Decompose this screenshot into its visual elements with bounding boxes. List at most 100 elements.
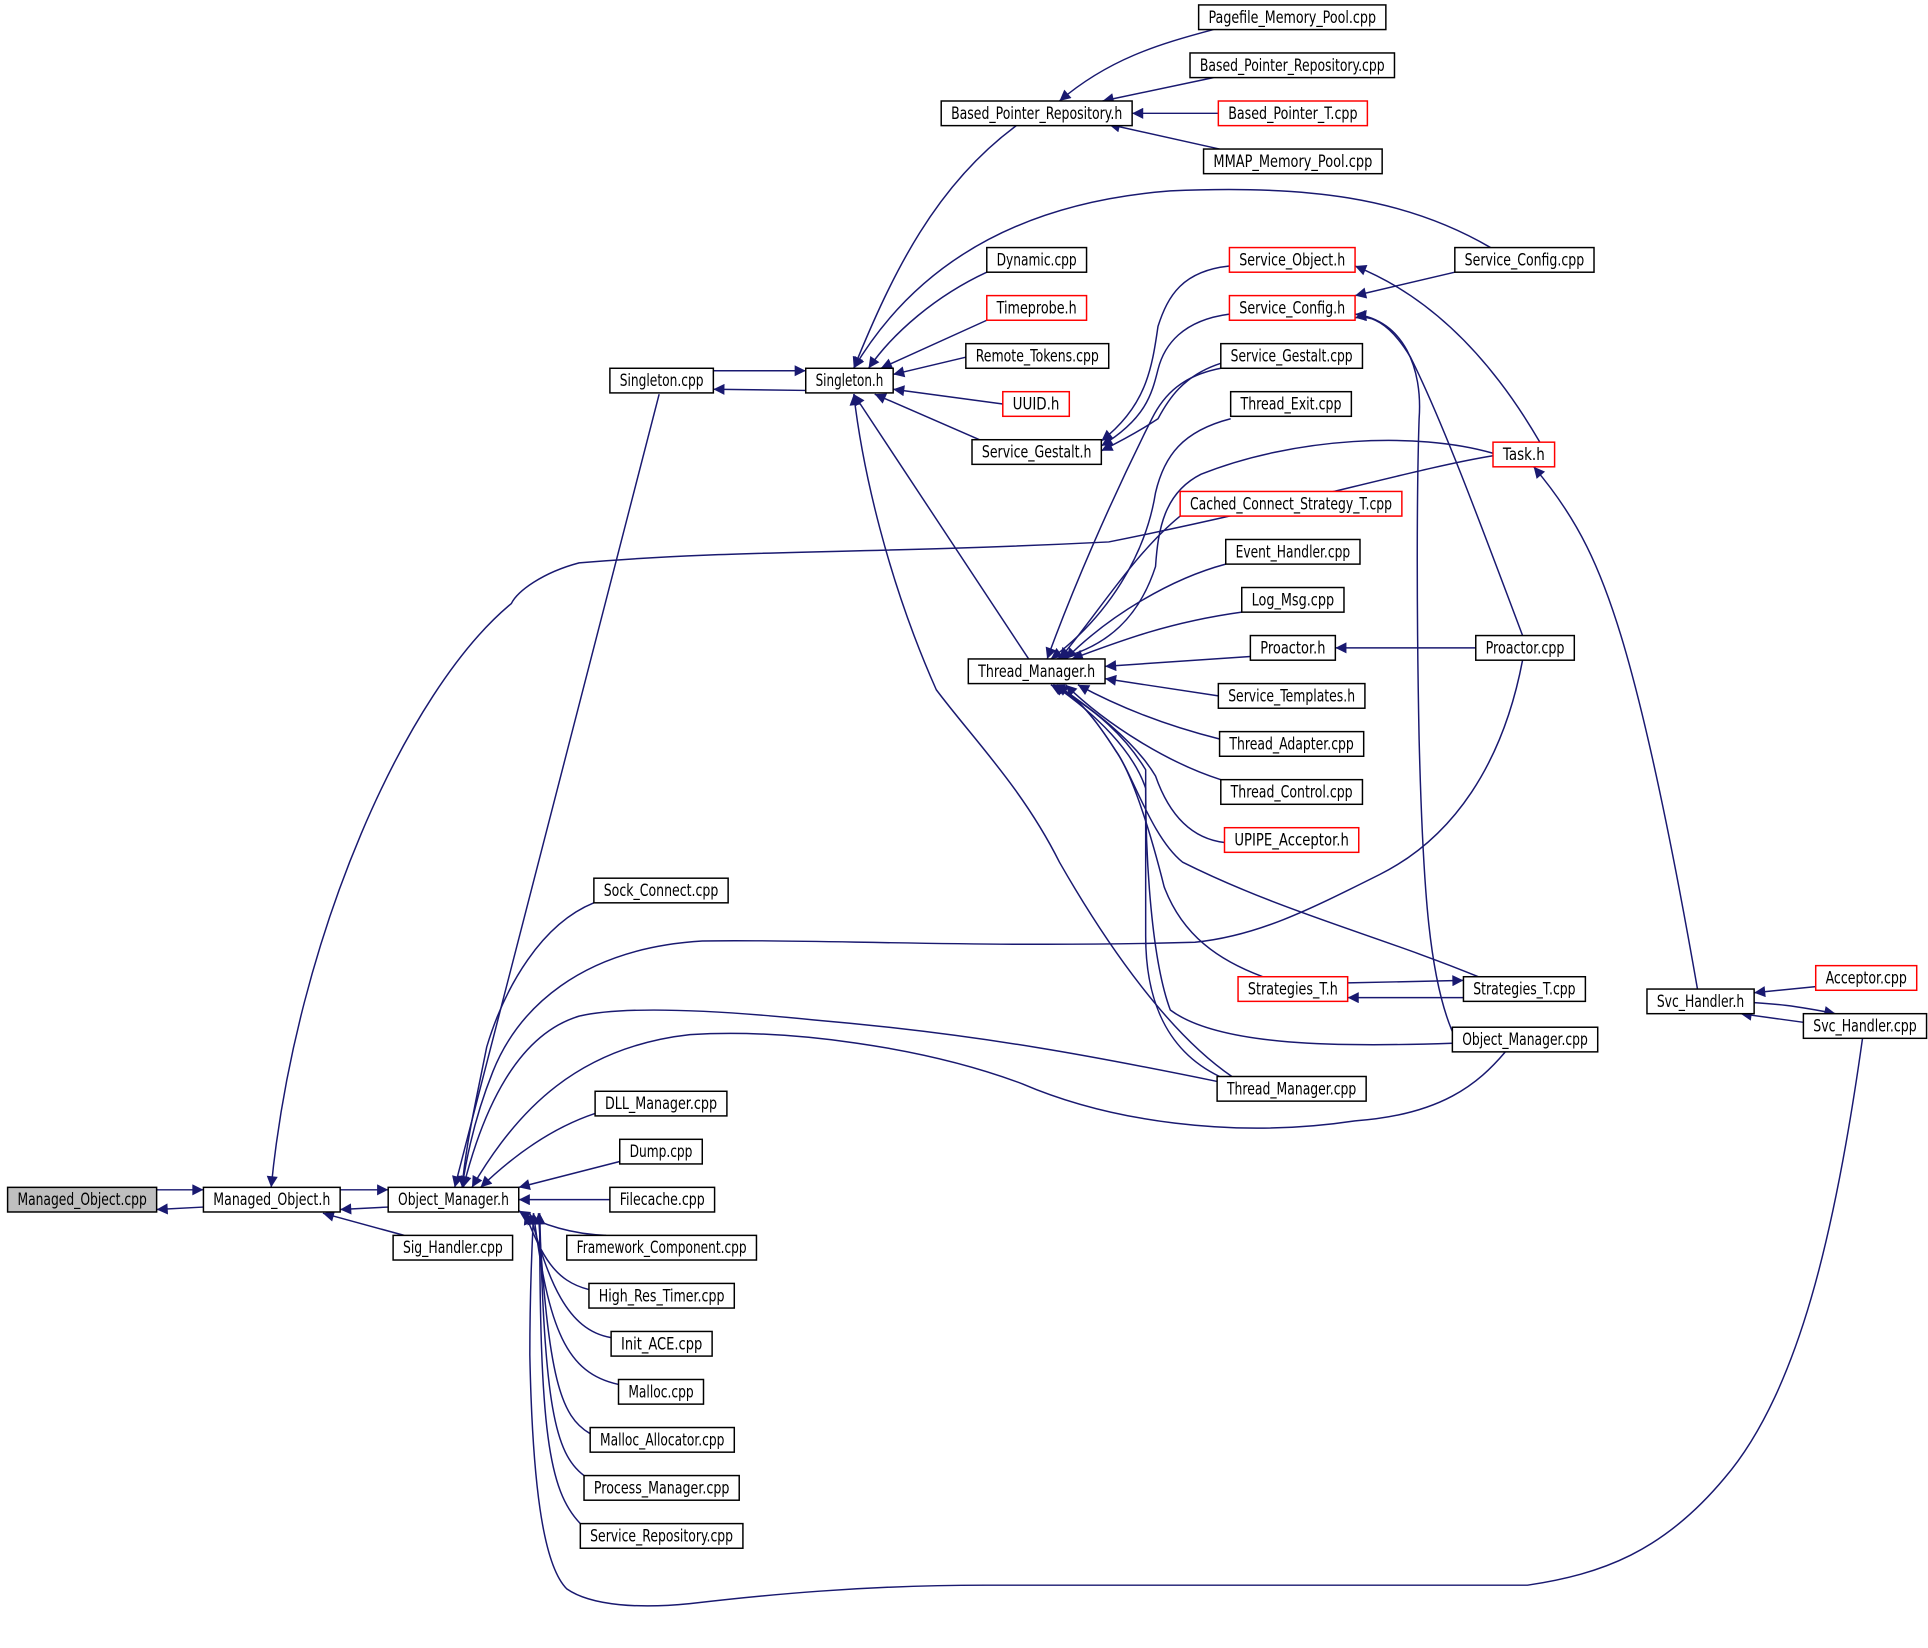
node-tm-cpp[interactable]: Thread_Manager.cpp	[1216, 1075, 1367, 1102]
node-label: Service_Repository.cpp	[590, 1526, 733, 1546]
node-fwc-cpp[interactable]: Framework_Component.cpp	[566, 1234, 758, 1261]
node-sig-cpp[interactable]: Sig_Handler.cpp	[392, 1234, 514, 1261]
node-upipe-h[interactable]: UPIPE_Acceptor.h	[1223, 826, 1360, 854]
node-svch-h[interactable]: Svc_Handler.h	[1646, 988, 1755, 1015]
edge-sgestalt_cpp-to-tm_h	[1045, 367, 1221, 660]
node-label: Thread_Manager.h	[977, 662, 1095, 682]
edge-tcontrol_cpp-to-tm_h	[1065, 684, 1222, 781]
node-box	[593, 877, 729, 904]
node-sgestalt-h[interactable]: Service_Gestalt.h	[971, 438, 1103, 466]
edge-texit_cpp-to-tm_h	[1050, 418, 1231, 660]
edge-tm_cpp-to-singleton_h	[849, 394, 1233, 1078]
node-pm-cpp[interactable]: Process_Manager.cpp	[583, 1474, 740, 1501]
node-texit-cpp[interactable]: Thread_Exit.cpp	[1229, 390, 1353, 418]
node-tm-h[interactable]: Thread_Manager.h	[967, 658, 1106, 685]
node-label: Service_Gestalt.cpp	[1231, 347, 1353, 367]
edge-sconfig_h-to-sgestalt_h	[1100, 313, 1230, 447]
edge-sgestalt_h-to-singleton_h	[874, 393, 980, 441]
node-tcontrol-cpp[interactable]: Thread_Control.cpp	[1220, 778, 1364, 806]
node-sockc-cpp[interactable]: Sock_Connect.cpp	[593, 877, 729, 904]
node-label: Filecache.cpp	[620, 1190, 705, 1209]
node-malloc-cpp[interactable]: Malloc.cpp	[617, 1378, 705, 1405]
node-mmap-cpp[interactable]: MMAP_Memory_Pool.cpp	[1202, 148, 1383, 175]
node-evh-cpp[interactable]: Event_Handler.cpp	[1224, 538, 1361, 565]
node-box	[1197, 4, 1387, 31]
node-label: Sock_Connect.cpp	[604, 881, 719, 901]
node-label: Dynamic.cpp	[997, 250, 1077, 269]
node-hrt-cpp[interactable]: High_Res_Timer.cpp	[588, 1282, 736, 1309]
edge-om_h-to-mo_h	[340, 1203, 389, 1215]
node-singleton-cpp[interactable]: Singleton.cpp	[609, 367, 715, 394]
node-svch-cpp[interactable]: Svc_Handler.cpp	[1802, 1012, 1928, 1040]
node-box	[202, 1186, 341, 1213]
edge-svch_cpp-to-om_h	[527, 1038, 1864, 1607]
node-label: UUID.h	[1013, 395, 1060, 414]
edge-pm_cpp-to-om_h	[534, 1213, 585, 1477]
node-dll-cpp[interactable]: DLL_Manager.cpp	[594, 1090, 728, 1117]
node-box	[1492, 441, 1556, 468]
node-stpl-h[interactable]: Service_Templates.h	[1217, 682, 1366, 709]
node-filecache-cpp[interactable]: Filecache.cpp	[609, 1186, 716, 1213]
node-label: Based_Pointer_T.cpp	[1228, 104, 1357, 124]
edge-tadapter_cpp-to-tm_h	[1077, 684, 1220, 740]
node-label: Based_Pointer_Repository.cpp	[1200, 56, 1385, 76]
edge-svch_h-to-task_h	[1533, 466, 1699, 990]
node-sconfig-h[interactable]: Service_Config.h	[1228, 294, 1356, 321]
node-label: Based_Pointer_Repository.h	[951, 104, 1122, 124]
edge-sig_cpp-to-mo_h	[322, 1210, 405, 1237]
edge-ccs_cpp-to-tm_h	[1058, 515, 1181, 660]
node-box	[1220, 342, 1364, 370]
node-proactor-h[interactable]: Proactor.h	[1249, 634, 1337, 661]
node-singleton-h[interactable]: Singleton.h	[804, 367, 894, 394]
node-label: Proactor.cpp	[1486, 638, 1565, 657]
node-box	[1220, 778, 1364, 806]
node-timeprobe-h[interactable]: Timeprobe.h	[986, 294, 1088, 321]
node-bpt-cpp[interactable]: Based_Pointer_T.cpp	[1217, 100, 1369, 127]
node-init-cpp[interactable]: Init_ACE.cpp	[610, 1330, 713, 1357]
node-remote-cpp[interactable]: Remote_Tokens.cpp	[965, 342, 1110, 370]
node-mo-cpp[interactable]: Managed_Object.cpp	[6, 1186, 158, 1213]
edge-proactor_h-to-tm_h	[1104, 655, 1251, 672]
node-om-cpp[interactable]: Object_Manager.cpp	[1451, 1026, 1599, 1053]
node-label: Timeprobe.h	[996, 298, 1077, 317]
node-strat-h[interactable]: Strategies_T.h	[1237, 975, 1349, 1003]
node-dump-cpp[interactable]: Dump.cpp	[619, 1138, 704, 1165]
node-logmsg-cpp[interactable]: Log_Msg.cpp	[1241, 586, 1345, 613]
node-label: Malloc.cpp	[628, 1382, 693, 1401]
node-box	[1218, 730, 1365, 757]
node-label: Svc_Handler.cpp	[1813, 1017, 1916, 1037]
edge-dynamic_cpp-to-singleton_h	[867, 271, 988, 369]
node-label: Singleton.cpp	[620, 371, 704, 390]
node-bpr-h[interactable]: Based_Pointer_Repository.h	[940, 100, 1133, 127]
node-label: Log_Msg.cpp	[1252, 590, 1335, 610]
node-label: Strategies_T.cpp	[1473, 980, 1575, 1000]
edge-task_h-to-tm_h	[1056, 439, 1494, 662]
node-box	[1454, 246, 1595, 273]
node-task-h[interactable]: Task.h	[1492, 441, 1556, 468]
node-bpr-cpp[interactable]: Based_Pointer_Repository.cpp	[1189, 52, 1396, 79]
node-sr-cpp[interactable]: Service_Repository.cpp	[579, 1522, 744, 1549]
node-om-h[interactable]: Object_Manager.h	[387, 1186, 520, 1213]
edge-om_cpp-to-sconfig_h	[1354, 309, 1457, 1040]
node-pmp-cpp[interactable]: Pagefile_Memory_Pool.cpp	[1197, 4, 1387, 31]
node-sobject-h[interactable]: Service_Object.h	[1228, 246, 1356, 273]
edge-sr_cpp-to-om_h	[534, 1213, 581, 1525]
node-mo-h[interactable]: Managed_Object.h	[202, 1186, 341, 1213]
node-sconfig-cpp[interactable]: Service_Config.cpp	[1454, 246, 1595, 273]
node-malloca-cpp[interactable]: Malloc_Allocator.cpp	[589, 1426, 736, 1453]
edge-stpl_h-to-tm_h	[1104, 674, 1219, 697]
node-label: Thread_Adapter.cpp	[1229, 734, 1354, 754]
edge-dll_cpp-to-om_h	[480, 1112, 596, 1188]
node-uuid-h[interactable]: UUID.h	[1002, 390, 1071, 418]
node-strat-cpp[interactable]: Strategies_T.cpp	[1462, 975, 1587, 1003]
node-tadapter-cpp[interactable]: Thread_Adapter.cpp	[1218, 730, 1365, 757]
node-ccs-cpp[interactable]: Cached_Connect_Strategy_T.cpp	[1179, 490, 1403, 517]
node-label: Thread_Manager.cpp	[1226, 1079, 1356, 1099]
node-dynamic-cpp[interactable]: Dynamic.cpp	[986, 246, 1088, 273]
node-box	[1002, 390, 1071, 418]
node-proactor-cpp[interactable]: Proactor.cpp	[1475, 634, 1576, 661]
node-sgestalt-cpp[interactable]: Service_Gestalt.cpp	[1220, 342, 1364, 370]
edge-tm_cpp-to-tm_h	[1050, 684, 1220, 1078]
node-acceptor-cpp[interactable]: Acceptor.cpp	[1814, 964, 1918, 992]
edge-proactor_cpp-to-sconfig_h	[1354, 310, 1524, 636]
